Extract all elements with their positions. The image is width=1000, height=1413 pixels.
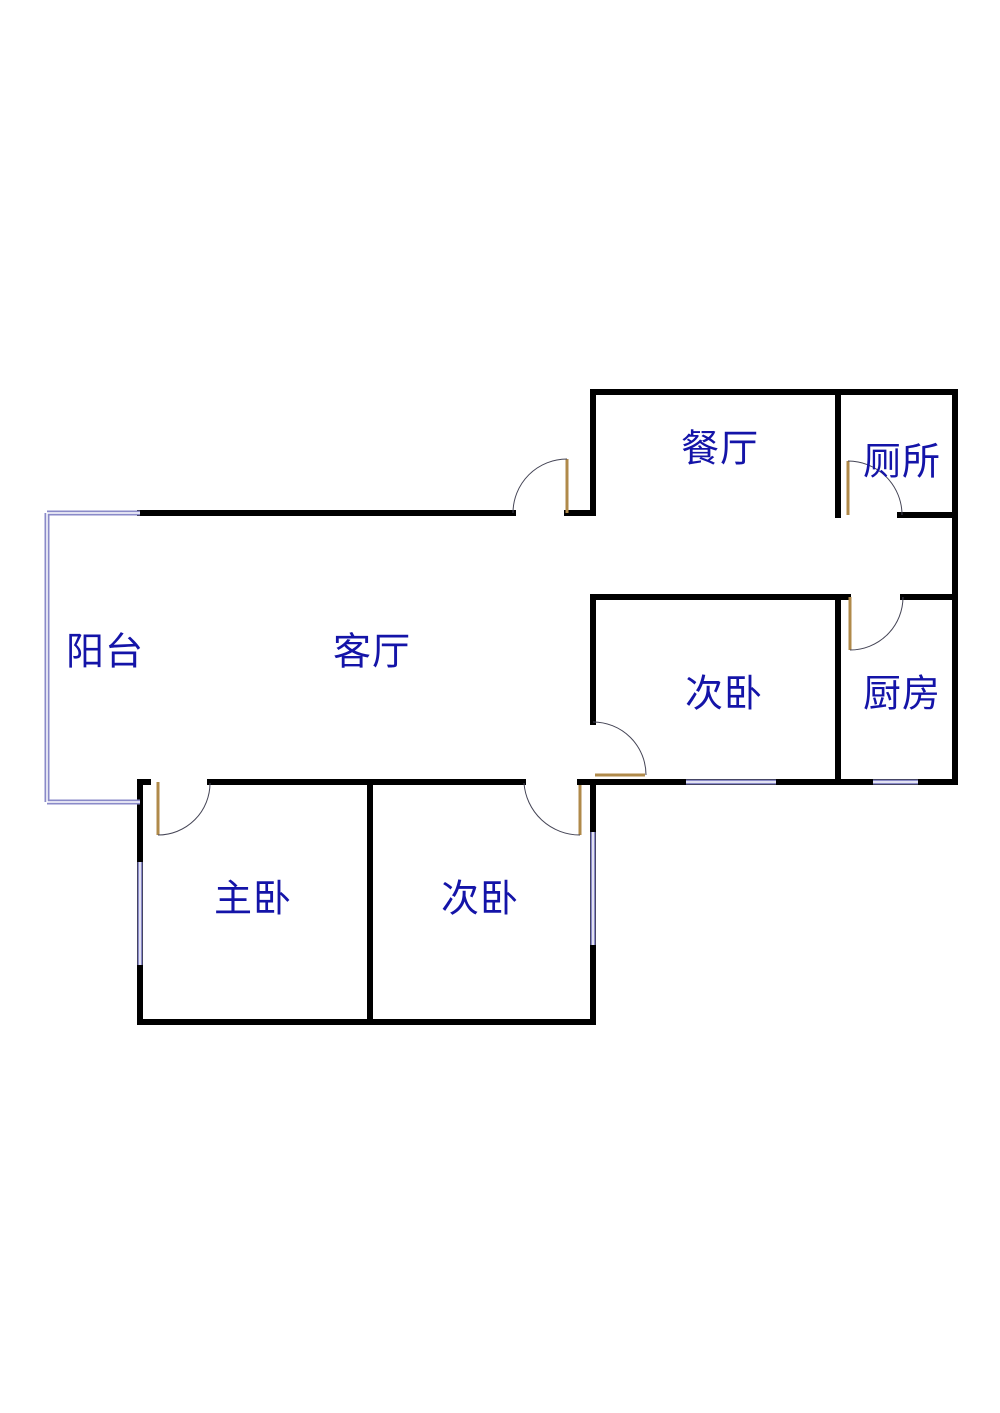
door-swings: [157, 458, 904, 836]
room-label-bedroom: 次卧: [684, 671, 764, 716]
room-label-dining: 餐厅: [680, 426, 760, 471]
door-leaves: [156, 459, 852, 835]
room-label-bedroom: 次卧: [440, 876, 520, 921]
room-label-living: 客厅: [332, 629, 412, 674]
walls: [137, 389, 958, 1025]
room-label-balcony: 阳台: [65, 629, 145, 674]
room-label-toilet: 厕所: [862, 439, 942, 484]
room-label-master-bedroom: 主卧: [213, 876, 293, 921]
room-label-kitchen: 厨房: [862, 671, 942, 716]
